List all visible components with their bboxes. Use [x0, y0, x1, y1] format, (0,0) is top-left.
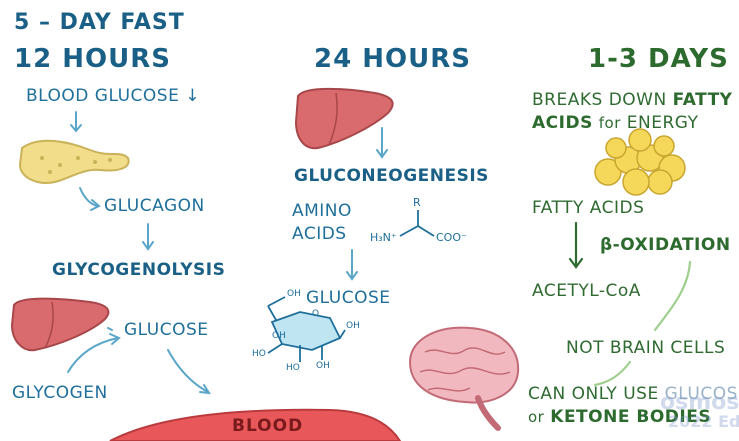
brain-icon: [408, 326, 520, 431]
label-energy: ENERGY: [626, 113, 699, 133]
label-breaks-down-text: BREAKS DOWN: [532, 90, 667, 110]
watermark-line-2: 2022 Editi: [668, 412, 739, 431]
heading-1-3-days: 1-3 DAYS: [588, 44, 729, 74]
glucose-oh-top: OH: [287, 289, 301, 299]
label-glycogen: GLYCOGEN: [12, 383, 108, 403]
label-acids: ACIDS: [292, 224, 347, 244]
label-acetyl-coa: ACETYL-CoA: [532, 281, 641, 301]
label-breaks-down: BREAKS DOWN FATTY: [532, 92, 733, 109]
amino-acid-structure: [399, 210, 435, 237]
label-acids-bold: ACIDS: [532, 113, 593, 133]
label-can-only-use: CAN ONLY USE GLUCOS: [528, 386, 738, 403]
label-for: for: [598, 114, 621, 132]
liver-icon-12h: [10, 297, 110, 352]
label-amino: AMINO: [292, 201, 352, 221]
arrows-24h: [346, 127, 388, 281]
label-ketone-bodies-line: or KETONE BODIES: [528, 409, 711, 426]
arrows-1-3-days: [568, 221, 692, 387]
heading-12-hours: 12 HOURS: [14, 44, 171, 74]
label-gluconeogenesis: GLUCONEOGENESIS: [294, 166, 489, 186]
label-ketone-bodies: KETONE BODIES: [550, 407, 712, 427]
arrows-12h: [67, 111, 211, 395]
glucose-oh-2: OH: [272, 331, 286, 341]
label-blood: BLOOD: [232, 416, 304, 436]
liver-icon-24h: [294, 87, 394, 150]
blood-vessel: [109, 408, 402, 441]
label-or: or: [528, 408, 545, 426]
pancreas-icon: [18, 139, 130, 184]
amino-coo: COO⁻: [436, 231, 467, 244]
amino-h3n: H₃N⁺: [370, 231, 397, 244]
label-can-only-use-text: CAN ONLY USE: [528, 384, 659, 404]
glucose-ho-3: HO: [286, 363, 300, 373]
label-beta-oxidation: β-OXIDATION: [600, 235, 731, 255]
label-blood-glucose: BLOOD GLUCOSE ↓: [26, 86, 200, 106]
glucose-o-ring: O: [312, 309, 320, 319]
label-fatty-acids: FATTY ACIDS: [532, 198, 645, 218]
label-acids-for-energy: ACIDS for ENERGY: [532, 115, 699, 132]
watermark-line-1: osmosis.c: [660, 390, 739, 415]
label-glucose-12h: GLUCOSE: [124, 320, 209, 340]
label-not-brain-cells: NOT BRAIN CELLS: [566, 338, 726, 358]
label-glycogenolysis: GLYCOGENOLYSIS: [52, 260, 226, 280]
label-glucagon: GLUCAGON: [104, 196, 205, 216]
page-title: 5 – DAY FAST: [14, 10, 185, 35]
fat-icon: [594, 128, 686, 196]
amino-r-group: R: [413, 196, 421, 209]
glucose-oh-5: OH: [316, 361, 330, 371]
label-glucose-tail: GLUCOS: [664, 384, 738, 404]
glucose-ho-1: HO: [252, 349, 266, 359]
glucose-oh-4: OH: [346, 321, 360, 331]
label-fatty-bold: FATTY: [672, 90, 733, 110]
label-glucose-24h: GLUCOSE: [306, 288, 391, 308]
glucose-ring-structure: [267, 296, 346, 362]
heading-24-hours: 24 HOURS: [314, 44, 471, 74]
